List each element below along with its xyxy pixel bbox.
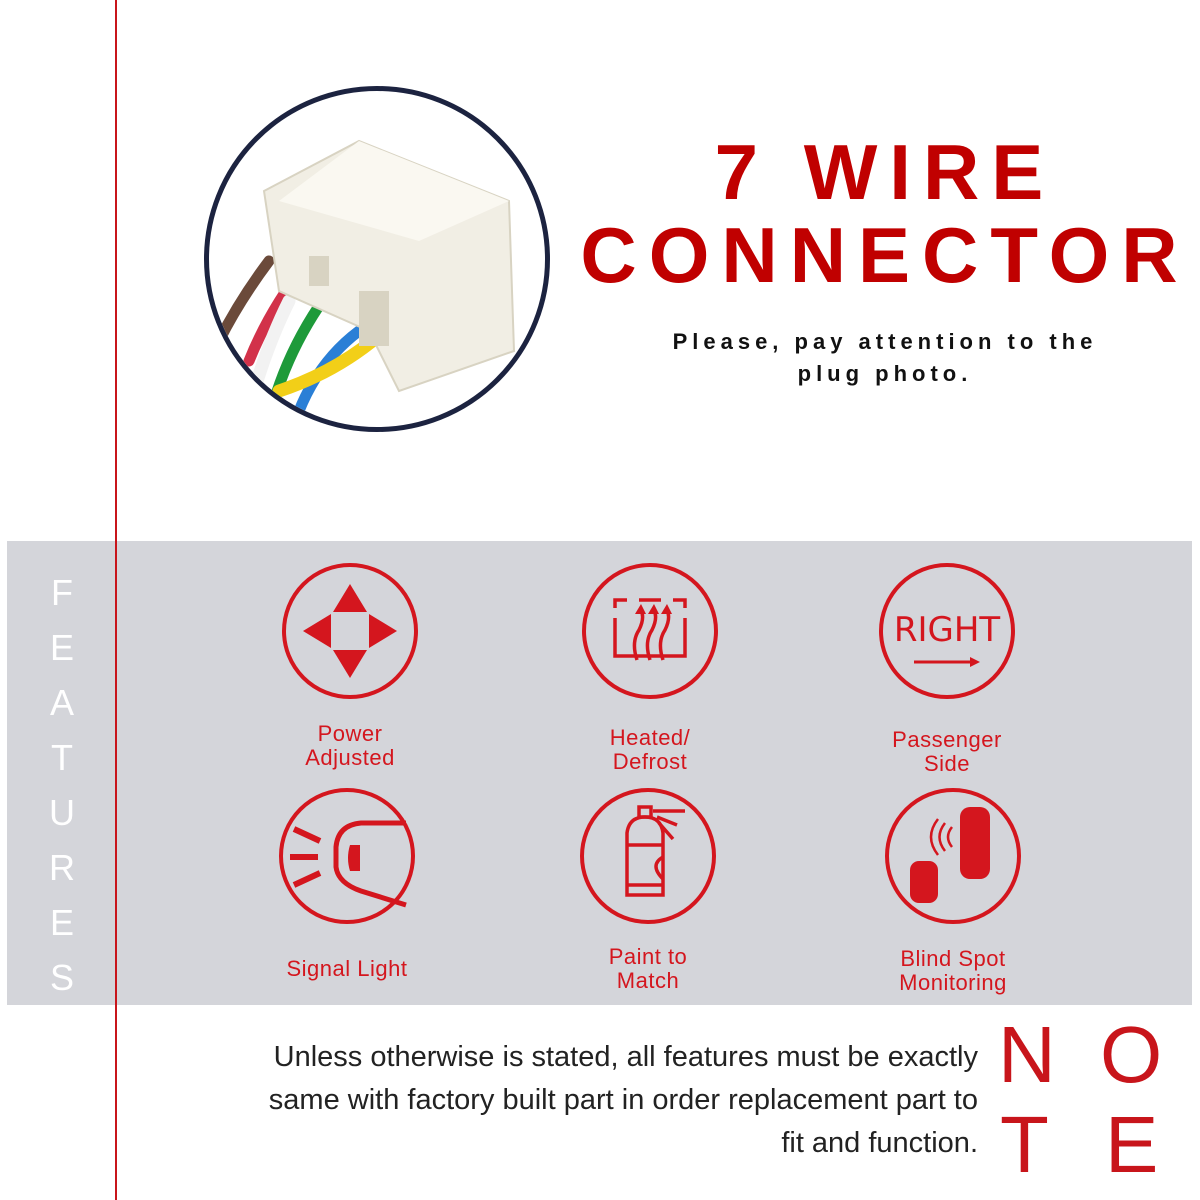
- right-side-icon: RIGHT: [876, 560, 1018, 702]
- note-letter: O: [1100, 1010, 1163, 1099]
- signal-light-icon: [279, 788, 415, 924]
- title-line-2: CONNECTOR: [580, 211, 1190, 299]
- features-vertical-heading: F E A T U R E S: [40, 565, 84, 1005]
- defrost-icon: [582, 563, 718, 699]
- blind-spot-icon: [885, 788, 1021, 924]
- feature-label: Signal Light: [286, 956, 408, 981]
- subtitle-line-1: Please, pay attention to the: [672, 329, 1098, 354]
- features-letter: F: [51, 572, 73, 613]
- note-text: Unless otherwise is stated, all features…: [268, 1041, 978, 1159]
- feature-heated-defrost: Heated/Defrost: [540, 560, 760, 774]
- feature-label: Heated/Defrost: [609, 725, 691, 774]
- power-adjust-arrows-icon: [282, 563, 418, 699]
- features-letter: R: [49, 847, 75, 888]
- connector-photo: [204, 86, 550, 432]
- features-letter: T: [51, 737, 73, 778]
- features-band: [7, 541, 1192, 1005]
- features-letter: E: [49, 627, 74, 668]
- subtitle-line-2: plug photo.: [797, 361, 973, 386]
- note-letter: E: [1105, 1100, 1159, 1189]
- note-letter: T: [1000, 1100, 1049, 1189]
- features-letter: S: [49, 957, 74, 998]
- feature-signal-light: Signal Light: [237, 785, 457, 981]
- features-letter: A: [49, 682, 74, 723]
- paint-can-icon: [580, 788, 716, 924]
- title-line-1: 7 WIRE: [714, 128, 1056, 216]
- subtitle: Please, pay attention to the plug photo.: [620, 326, 1150, 390]
- features-letter: U: [49, 792, 75, 833]
- features-letter: E: [49, 902, 74, 943]
- note-letter: N: [998, 1010, 1056, 1099]
- red-divider-line: [115, 0, 117, 1200]
